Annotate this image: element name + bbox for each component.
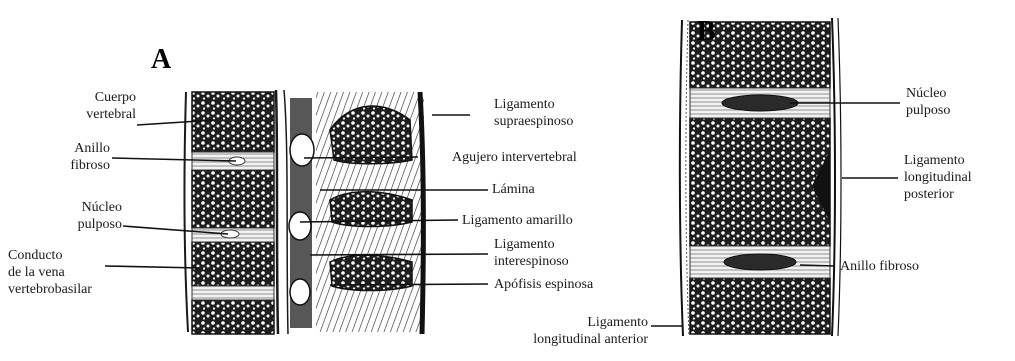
label-ligamento-longitudinal-anterior: Ligamento longitudinal anterior — [480, 314, 648, 348]
label-agujero-intervertebral: Agujero intervertebral — [452, 149, 577, 166]
label-line: vertebral — [60, 106, 136, 123]
label-line: Ligamento — [904, 152, 972, 169]
label-line: Ligamento — [494, 236, 569, 253]
panel-letter-a: A — [151, 44, 171, 76]
label-line: Lámina — [492, 181, 535, 198]
label-apofisis-espinosa: Apófisis espinosa — [494, 276, 593, 293]
label-line: Apófisis espinosa — [494, 276, 593, 293]
intervertebral-foramen-2 — [289, 212, 311, 240]
intervertebral-foramen-3 — [290, 279, 310, 305]
label-line: fibroso — [40, 157, 110, 174]
label-ligamento-longitudinal-posterior: Ligamento longitudinal posterior — [904, 152, 972, 203]
label-line: Anillo fibroso — [840, 258, 919, 275]
label-line: posterior — [904, 186, 972, 203]
label-conducto-vena: Conducto de la vena vertebrobasilar — [8, 247, 118, 298]
panel-b-drawing — [680, 18, 841, 336]
disc-3 — [192, 286, 274, 300]
label-line: longitudinal — [904, 169, 972, 186]
panel-letter-b: B — [697, 16, 716, 48]
label-line: interespinoso — [494, 253, 569, 270]
label-anillo-fibroso-b: Anillo fibroso — [840, 258, 919, 275]
label-line: Núcleo — [906, 85, 950, 102]
b-vertebral-body-3 — [690, 278, 830, 334]
label-line: supraespinoso — [494, 113, 573, 130]
label-line: Agujero intervertebral — [452, 149, 577, 166]
vertebral-body-4 — [192, 300, 274, 334]
vertebral-body-1 — [192, 92, 274, 152]
label-line: Conducto — [8, 247, 118, 264]
label-line: de la vena — [8, 264, 118, 281]
panel-a-drawing — [184, 90, 424, 334]
label-ligamento-supraespinoso: Ligamento supraespinoso — [494, 96, 573, 130]
label-line: Anillo — [40, 140, 110, 157]
label-nucleo-pulposo-a: Núcleo pulposo — [50, 199, 122, 233]
label-nucleo-pulposo-b: Núcleo pulposo — [906, 85, 950, 119]
b-nucleus-2 — [724, 254, 796, 270]
label-cuerpo-vertebral: Cuerpo vertebral — [60, 89, 136, 123]
label-lamina: Lámina — [492, 181, 535, 198]
label-line: longitudinal anterior — [480, 331, 648, 348]
intervertebral-foramen-1 — [290, 134, 314, 166]
vertebral-body-2 — [192, 170, 274, 228]
b-vertebral-body-2 — [690, 118, 830, 246]
label-ligamento-interespinoso: Ligamento interespinoso — [494, 236, 569, 270]
label-line: Cuerpo — [60, 89, 136, 106]
label-ligamento-amarillo: Ligamento amarillo — [462, 212, 573, 229]
label-line: Ligamento — [494, 96, 573, 113]
label-line: pulposo — [906, 102, 950, 119]
b-nucleus-1 — [722, 95, 798, 111]
label-line: vertebrobasilar — [8, 281, 118, 298]
label-anillo-fibroso-a: Anillo fibroso — [40, 140, 110, 174]
label-line: Núcleo — [50, 199, 122, 216]
label-line: pulposo — [50, 216, 122, 233]
vertebral-body-3 — [192, 242, 274, 286]
label-line: Ligamento — [480, 314, 648, 331]
label-line: Ligamento amarillo — [462, 212, 573, 229]
